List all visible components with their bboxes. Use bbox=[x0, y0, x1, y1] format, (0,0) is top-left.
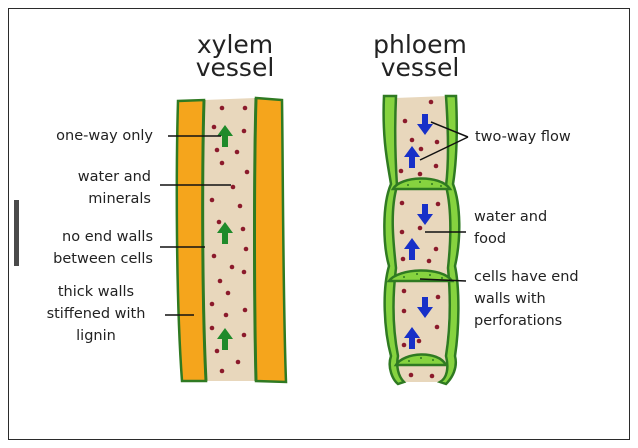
side-scroll-mark bbox=[14, 200, 19, 266]
xylem-arrow-1 bbox=[217, 125, 233, 147]
arrow-up-icon bbox=[217, 125, 233, 350]
label-thick-walls: thick walls stiffened with lignin bbox=[46, 284, 146, 344]
label-water-and-minerals: water and minerals bbox=[77, 169, 151, 207]
phloem-title-line1: phloem bbox=[373, 30, 467, 59]
sieve-plate-pores bbox=[403, 181, 443, 362]
xylem-title-line2: vessel bbox=[195, 53, 275, 82]
phloem-particles bbox=[398, 99, 441, 379]
xylem-particles bbox=[209, 105, 250, 374]
label-end-walls: cells have end walls with perforations bbox=[474, 269, 579, 329]
phloem-arrow-up-1 bbox=[404, 146, 420, 168]
leader-two-way-a bbox=[430, 121, 469, 138]
diagram-frame bbox=[8, 8, 630, 440]
xylem-arrow-3 bbox=[217, 328, 233, 350]
phloem-arrow-up-2 bbox=[404, 238, 420, 260]
label-water-and-food: water and food bbox=[474, 209, 548, 247]
leader-end-walls bbox=[419, 278, 467, 282]
phloem-title-line2: vessel bbox=[380, 53, 460, 82]
phloem-left-wall bbox=[382, 94, 407, 386]
phloem-arrow-up-3 bbox=[404, 327, 420, 349]
xylem-right-wall bbox=[253, 96, 288, 384]
label-no-end-walls: no end walls between cells bbox=[53, 229, 153, 267]
xylem-arrow-2 bbox=[217, 222, 233, 244]
arrow-updown-icon bbox=[404, 114, 433, 349]
phloem-arrow-down-2 bbox=[417, 204, 433, 225]
xylem-lumen bbox=[202, 98, 256, 381]
phloem-vessel bbox=[382, 94, 461, 386]
leader-two-way-b bbox=[419, 136, 469, 161]
phloem-right-wall bbox=[436, 94, 461, 386]
sieve-plate-1 bbox=[390, 177, 453, 191]
xylem-title-line1: xylem bbox=[196, 30, 274, 59]
phloem-arrow-down-3 bbox=[417, 297, 433, 318]
label-one-way-only: one-way only bbox=[56, 128, 153, 144]
label-two-way-flow: two-way flow bbox=[475, 129, 571, 145]
phloem-title: phloem vessel bbox=[360, 30, 480, 82]
phloem-arrow-down-1 bbox=[417, 114, 433, 135]
xylem-title: xylem vessel bbox=[180, 30, 290, 82]
sieve-plate-3 bbox=[393, 353, 449, 367]
leader-lines bbox=[160, 121, 469, 316]
xylem-vessel bbox=[175, 96, 288, 384]
